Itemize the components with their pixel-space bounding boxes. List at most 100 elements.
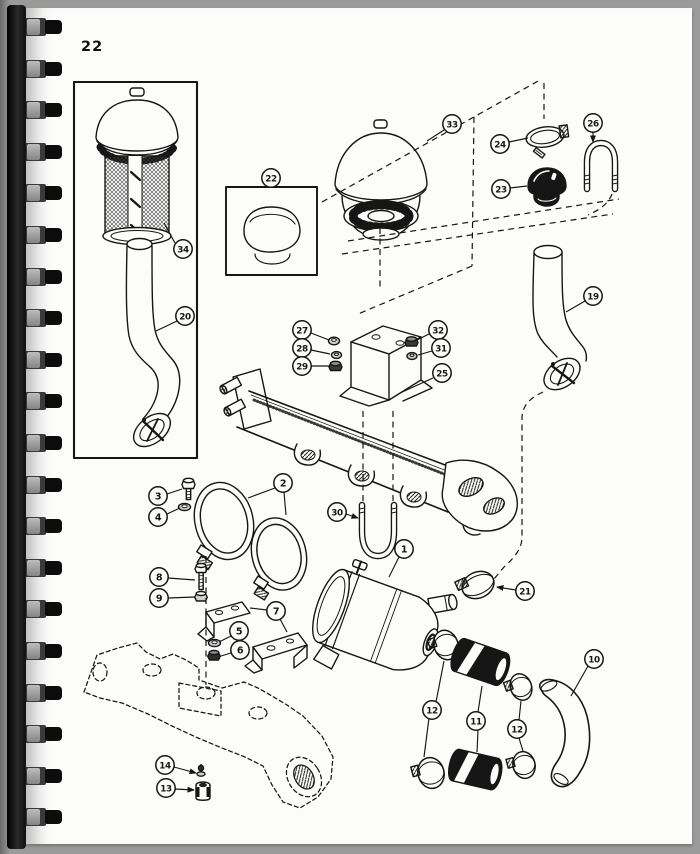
binding-tooth-tip bbox=[45, 144, 62, 159]
binding-tooth-tip bbox=[45, 685, 62, 700]
part-exhaust-manifold-reference bbox=[83, 642, 334, 809]
svg-text:22: 22 bbox=[265, 174, 277, 184]
binding-tooth-tip bbox=[45, 810, 62, 825]
svg-text:19: 19 bbox=[587, 292, 599, 302]
binding-tooth-tip bbox=[45, 20, 62, 34]
part-curved-hose-10 bbox=[538, 678, 591, 788]
part-hose-clamps-12 bbox=[410, 629, 536, 790]
part-elbow-pipe-19 bbox=[532, 244, 588, 391]
callout-8: 8 bbox=[149, 567, 196, 587]
callout-24: 24 bbox=[490, 134, 529, 154]
binding-tooth-tip bbox=[45, 186, 62, 201]
part-sleeves-11 bbox=[447, 637, 511, 791]
svg-text:6: 6 bbox=[237, 645, 244, 656]
binding-tooth-tip bbox=[45, 352, 62, 367]
callout-30: 30 bbox=[327, 502, 359, 522]
svg-text:34: 34 bbox=[177, 245, 189, 255]
binding-tooth-tip bbox=[45, 519, 62, 534]
callout-14: 14 bbox=[155, 755, 197, 775]
callout-19: 19 bbox=[565, 286, 603, 313]
binding-tooth-tip bbox=[45, 394, 62, 409]
part-air-cleaner-inset-box bbox=[72, 80, 199, 460]
svg-text:23: 23 bbox=[495, 185, 507, 195]
callout-31: 31 bbox=[417, 338, 451, 358]
svg-text:31: 31 bbox=[435, 344, 447, 354]
callout-11: 11 bbox=[466, 685, 486, 753]
svg-text:20: 20 bbox=[179, 312, 191, 322]
svg-text:28: 28 bbox=[296, 344, 308, 354]
part-clamps-2 bbox=[193, 481, 308, 601]
svg-text:7: 7 bbox=[273, 606, 279, 617]
svg-text:33: 33 bbox=[446, 120, 458, 130]
svg-text:9: 9 bbox=[156, 593, 163, 604]
callout-32: 32 bbox=[416, 320, 448, 341]
svg-text:13: 13 bbox=[160, 784, 172, 794]
callout-21: 21 bbox=[496, 581, 535, 601]
callout-10: 10 bbox=[570, 649, 604, 697]
part-u-bolt-30 bbox=[358, 501, 398, 560]
callout-7: 7 bbox=[249, 601, 288, 633]
binding-tooth-tip bbox=[45, 103, 62, 118]
callout-2: 2 bbox=[247, 473, 293, 516]
part-filter-element-34 bbox=[95, 87, 179, 246]
svg-text:24: 24 bbox=[494, 140, 506, 150]
part-bolt-3 bbox=[181, 477, 196, 501]
svg-text:12: 12 bbox=[511, 725, 523, 735]
svg-text:25: 25 bbox=[436, 369, 448, 379]
svg-text:5: 5 bbox=[236, 626, 242, 637]
svg-text:4: 4 bbox=[155, 512, 162, 523]
comb-binding bbox=[0, 0, 70, 854]
svg-text:1: 1 bbox=[401, 544, 408, 555]
part-fitting-13 bbox=[195, 781, 211, 801]
callout-12: 12 bbox=[422, 660, 445, 758]
binding-tooth-tip bbox=[45, 477, 62, 492]
svg-text:12: 12 bbox=[426, 706, 438, 716]
part-clamp-21 bbox=[454, 570, 495, 600]
part-bolt-8 bbox=[194, 562, 208, 591]
svg-text:14: 14 bbox=[159, 761, 171, 771]
callout-20: 20 bbox=[155, 306, 195, 332]
callout-6: 6 bbox=[220, 640, 250, 660]
binding-tooth-tip bbox=[45, 644, 62, 658]
callout-34: 34 bbox=[163, 222, 193, 259]
part-washer-5 bbox=[207, 638, 222, 648]
part-rubber-cap-23 bbox=[527, 167, 567, 207]
part-clamp-24 bbox=[525, 124, 570, 159]
binding-tooth-tip bbox=[45, 436, 62, 450]
part-nut-6 bbox=[207, 649, 221, 661]
callout-3: 3 bbox=[148, 486, 183, 506]
svg-text:8: 8 bbox=[156, 572, 163, 583]
svg-text:30: 30 bbox=[331, 508, 343, 518]
callout-23: 23 bbox=[491, 179, 528, 199]
part-hardware-27-28-29 bbox=[327, 336, 343, 372]
svg-text:29: 29 bbox=[296, 362, 308, 372]
binding-tooth-tip bbox=[45, 61, 62, 76]
part-washer-4 bbox=[177, 502, 192, 512]
binding-tooth-tip bbox=[45, 768, 62, 783]
left-edge-shadow bbox=[0, 0, 10, 854]
part-brackets-7 bbox=[197, 601, 308, 674]
svg-text:2: 2 bbox=[280, 478, 286, 489]
binding-spine bbox=[7, 5, 26, 849]
callout-5: 5 bbox=[218, 621, 249, 643]
svg-text:21: 21 bbox=[519, 587, 531, 597]
part-precleaner-33 bbox=[334, 119, 428, 241]
part-intake-pipe-20 bbox=[125, 237, 181, 448]
binding-tooth-tip bbox=[45, 269, 62, 284]
page-number: 22 bbox=[81, 39, 104, 55]
part-muffler-1 bbox=[312, 559, 458, 671]
callout-1: 1 bbox=[388, 539, 414, 578]
svg-text:27: 27 bbox=[296, 326, 308, 336]
callout-26: 26 bbox=[583, 113, 603, 143]
binding-tooth-tip bbox=[45, 602, 62, 617]
svg-text:10: 10 bbox=[588, 655, 600, 665]
svg-text:11: 11 bbox=[470, 717, 482, 727]
callout-4: 4 bbox=[148, 507, 181, 527]
binding-tooth-tip bbox=[45, 311, 62, 326]
callout-25: 25 bbox=[399, 363, 452, 394]
binding-tooth-tip bbox=[45, 727, 62, 742]
callout-13: 13 bbox=[156, 778, 195, 798]
callout-28: 28 bbox=[292, 338, 331, 358]
part-plug-14 bbox=[196, 764, 206, 777]
